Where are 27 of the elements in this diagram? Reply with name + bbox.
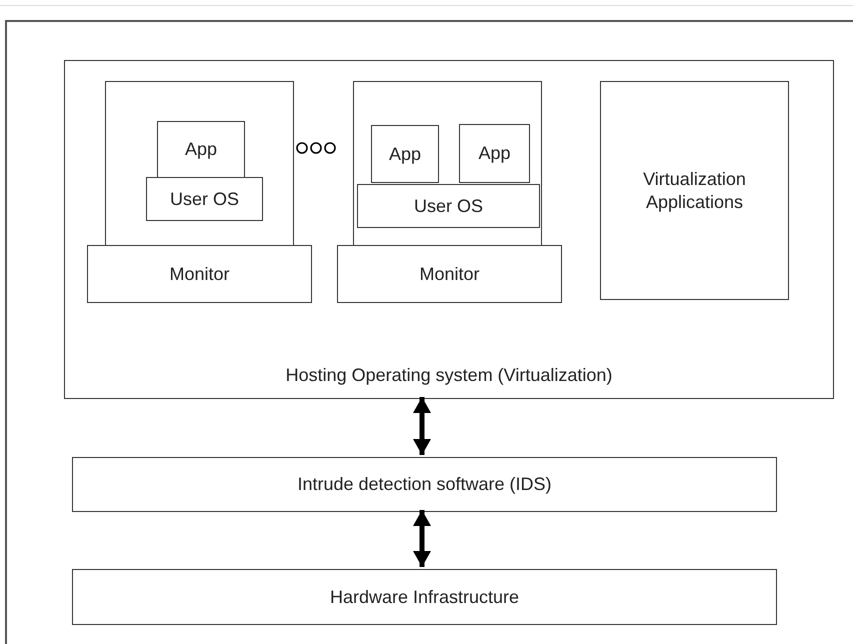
layer-box xyxy=(337,245,562,303)
box-label: User OS xyxy=(168,188,240,210)
layer-box xyxy=(72,457,777,512)
layer-box xyxy=(87,245,312,303)
box-label: Hosting Operating system (Virtualization) xyxy=(284,364,614,386)
box-label: Intrude detection software (IDS) xyxy=(296,473,553,496)
box-label: App xyxy=(184,138,218,161)
layer-box xyxy=(459,124,530,183)
box-label: Hardware Infrastructure xyxy=(328,586,520,608)
layer-box xyxy=(357,184,540,228)
vm-box xyxy=(105,81,294,246)
box-label: Monitor xyxy=(168,262,231,286)
box-label: App xyxy=(388,142,422,166)
layer-box xyxy=(146,177,263,221)
double-arrow xyxy=(413,510,431,567)
vm-box xyxy=(353,81,542,246)
box-label: Virtualization Applications xyxy=(642,168,747,213)
layer-box xyxy=(371,125,439,183)
box-label: App xyxy=(477,142,512,165)
box-label: User OS xyxy=(412,194,484,218)
layer-box xyxy=(600,81,789,300)
layer-box xyxy=(64,60,834,399)
box-label: Monitor xyxy=(418,262,481,286)
double-arrow xyxy=(413,397,431,455)
layer-box xyxy=(72,569,777,625)
frame-box xyxy=(5,20,853,644)
layer-box xyxy=(157,121,245,178)
